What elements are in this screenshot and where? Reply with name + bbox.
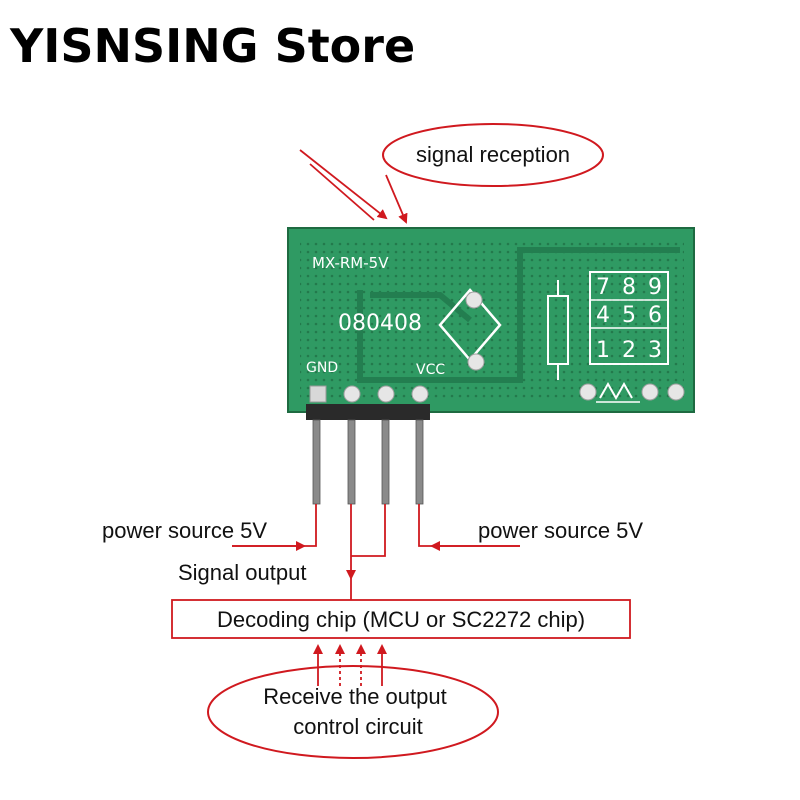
signal-arrow-1 — [299, 149, 388, 220]
keypad-key: 5 — [622, 303, 636, 328]
pin-pad-square — [309, 385, 327, 403]
pin — [381, 419, 390, 505]
pin — [312, 419, 321, 505]
keypad-key: 1 — [596, 338, 610, 363]
keypad-key: 6 — [648, 303, 662, 328]
keypad-key: 7 — [596, 275, 610, 300]
decoder-box — [171, 599, 631, 639]
pad — [641, 383, 659, 401]
store-name: YISNSING Store — [9, 19, 415, 73]
pin-pad — [343, 385, 361, 403]
keypad-key: 9 — [648, 275, 662, 300]
keypad-key: 3 — [648, 338, 662, 363]
signal-line — [351, 504, 386, 557]
signal-arrow-3 — [385, 174, 408, 224]
pin-pad — [377, 385, 395, 403]
right-power-label: power source 5V — [478, 518, 643, 543]
pin — [347, 419, 356, 505]
receiver-module: 7 8 9 4 5 6 1 2 3 MX-RM-5V 080408 GND VC… — [287, 227, 695, 505]
pad — [467, 353, 485, 371]
reception-ellipse — [382, 123, 604, 187]
receive-ellipse — [207, 665, 499, 759]
signal-reception-label: signal reception — [416, 142, 570, 167]
pcb-trace — [357, 247, 680, 383]
decoder-label: Decoding chip (MCU or SC2272 chip) — [217, 607, 585, 632]
zigzag-silk — [599, 381, 633, 401]
keypad-key: 4 — [596, 303, 610, 328]
module-model-label: MX-RM-5V — [312, 254, 389, 272]
keypad-key: 2 — [622, 338, 636, 363]
pad — [667, 383, 685, 401]
vcc-label: VCC — [416, 362, 445, 378]
pin-pad — [411, 385, 429, 403]
signal-output-label: Signal output — [178, 560, 306, 585]
signal-reception-callout: signal reception — [299, 123, 604, 224]
keypad-key: 8 — [622, 275, 636, 300]
left-power-label: power source 5V — [102, 518, 267, 543]
gnd-label: GND — [306, 360, 338, 376]
pin — [415, 419, 424, 505]
receive-label-line2: control circuit — [293, 714, 423, 739]
wiring — [232, 504, 520, 686]
pad — [579, 383, 597, 401]
pcb-trace — [370, 292, 472, 323]
receive-label-line1: Receive the output — [263, 684, 446, 709]
signal-arrow-2 — [309, 163, 375, 221]
keypad-grid — [589, 271, 669, 365]
pin-header — [306, 404, 430, 420]
pcb-holes — [300, 240, 684, 400]
pad — [465, 291, 483, 309]
module-code-label: 080408 — [338, 311, 422, 336]
